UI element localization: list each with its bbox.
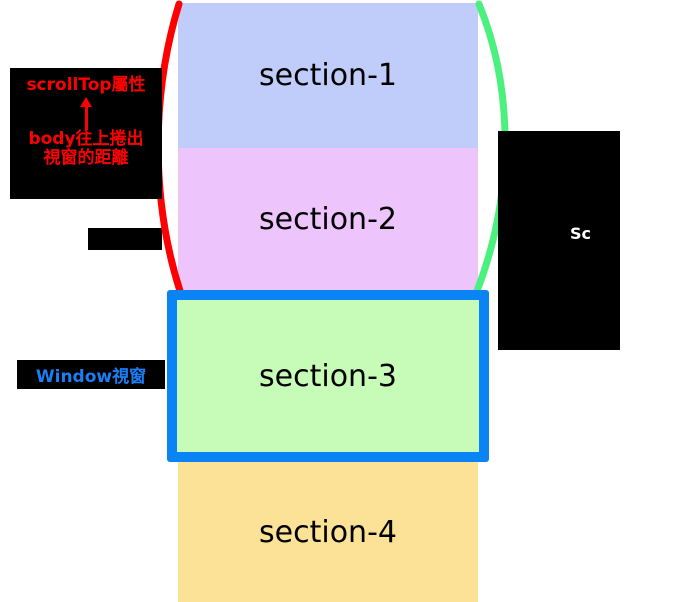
window-viewport-frame: section-3 — [167, 290, 489, 462]
window-annotation: Window視窗 — [17, 360, 165, 389]
section-1-label: section-1 — [259, 58, 397, 93]
section-block-3: section-3 — [177, 300, 479, 452]
scrolltop-title: scrollTop屬性 — [26, 75, 146, 95]
arrow-up-icon — [10, 96, 162, 130]
scrollheight-occluder-bar — [88, 228, 162, 250]
section-block-1: section-1 — [178, 3, 478, 148]
section-4-label: section-4 — [259, 514, 397, 550]
scrollheight-label: Sc — [570, 224, 592, 243]
scrolltop-description-line-1: body往上捲出 — [28, 128, 144, 149]
section-2-label: section-2 — [259, 201, 397, 237]
scrollheight-annotation: Sc — [498, 131, 620, 350]
section-block-2: section-2 — [178, 148, 478, 290]
section-block-4: section-4 — [178, 462, 478, 602]
scrolltop-annotation: scrollTop屬性 body往上捲出 視窗的距離 — [10, 68, 162, 199]
section-3-label: section-3 — [259, 358, 397, 394]
scrolltop-description-line-2: 視窗的距離 — [43, 148, 129, 169]
window-annotation-label: Window視窗 — [35, 367, 147, 387]
